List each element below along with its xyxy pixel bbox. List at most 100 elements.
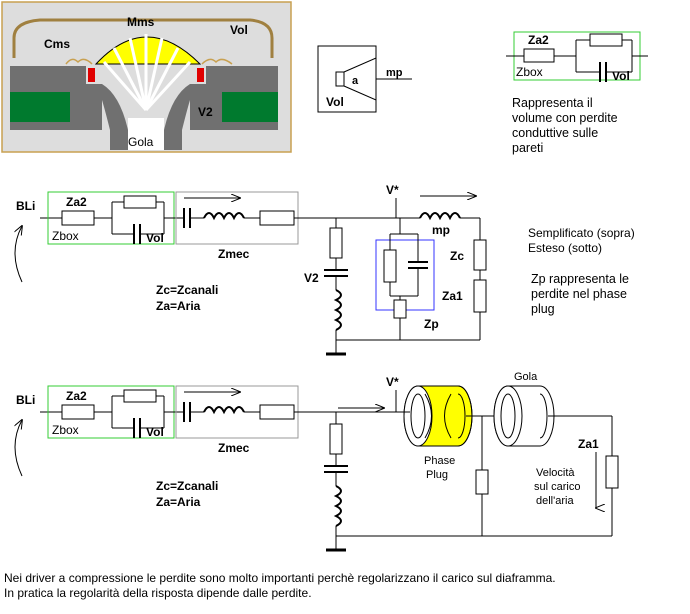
c1-mp-inductor xyxy=(419,212,461,221)
c1-zp-resistor xyxy=(383,249,397,283)
zp-note-line: perdite nel phase xyxy=(531,287,627,301)
right-pole-inner xyxy=(190,84,206,130)
c2-v2-resistor xyxy=(329,423,343,455)
c2-zmec-inductor xyxy=(203,406,245,415)
c2-v2-inductor xyxy=(333,485,342,527)
speaker-a-label: a xyxy=(352,75,359,87)
c2-za2-resistor xyxy=(61,404,95,420)
left-pole-inner xyxy=(86,84,102,130)
gola-label: Gola xyxy=(128,135,154,149)
right-voice-coil xyxy=(197,68,204,82)
speaker-cone xyxy=(343,57,377,101)
speaker-vol-label: Vol xyxy=(326,95,344,109)
c1-v2-inductor xyxy=(333,289,342,331)
c1-vstar-label: V* xyxy=(386,183,399,197)
c1-zp-bottom-resistor xyxy=(393,299,407,319)
zbox-description-line: pareti xyxy=(512,141,544,155)
driver-vol-label: Vol xyxy=(230,23,248,37)
left-voice-coil xyxy=(88,68,95,82)
zbox-description-line: conduttive sulle xyxy=(512,126,599,140)
c1-za2-resistor xyxy=(61,210,95,226)
phase-plug-left xyxy=(102,84,128,150)
c2-vstar-label: V* xyxy=(386,375,399,389)
c2-gola-label: Gola xyxy=(514,371,538,383)
zbox-parallel-resistor xyxy=(589,33,623,47)
throat-tube xyxy=(493,385,555,447)
left-magnet xyxy=(10,92,70,122)
mms-label: Mms xyxy=(127,15,155,29)
c2-za2-label: Za2 xyxy=(66,389,87,403)
c2-phase-plug-line1: Phase xyxy=(424,455,455,467)
c2-bli-label: BLi xyxy=(16,393,35,407)
c1-za1-resistor xyxy=(473,279,487,313)
zp-note-line: Zp rappresenta le xyxy=(531,272,629,286)
right-surround xyxy=(201,58,233,65)
c1-eq1: Zc=Zcanali xyxy=(156,283,218,297)
c1-zbox-label: Zbox xyxy=(52,229,79,243)
c1-za2-label: Za2 xyxy=(66,195,87,209)
speaker-mp-label: mp xyxy=(386,67,403,79)
phase-plug-channels xyxy=(102,34,192,112)
footer-text: Nei driver a compressione le perdite son… xyxy=(4,571,688,601)
c1-bli-arrow xyxy=(15,226,22,283)
c1-v2-resistor xyxy=(329,227,343,259)
driver-section: Mms Cms Vol V2 Gola xyxy=(1,1,292,153)
c1-vol-label: Vol xyxy=(146,231,164,245)
footer-line-1: Nei driver a compressione le perdite son… xyxy=(4,571,556,585)
footer-line-2: In pratica la regolarità della risposta … xyxy=(4,586,312,600)
c2-velocita-line1: Velocità xyxy=(536,467,575,479)
phase-plug-right xyxy=(164,84,190,150)
c2-phase-plug-line2: Plug xyxy=(426,469,448,481)
left-top-plate xyxy=(10,66,86,84)
simplified-note: Semplificato (sopra) Esteso (sotto) xyxy=(528,226,688,256)
c1-v2-label: V2 xyxy=(304,271,319,285)
zbox-za2-resistor xyxy=(523,48,555,63)
left-surround xyxy=(65,58,93,65)
zbox-zbox-label: Zbox xyxy=(516,65,543,79)
right-top-plate xyxy=(206,66,278,84)
zp-note-line: plug xyxy=(531,302,555,316)
right-magnet xyxy=(222,92,278,122)
c2-velocita-line2: sul carico xyxy=(534,481,580,493)
zbox-za2-label: Za2 xyxy=(528,33,549,47)
c2-zmec-resistor xyxy=(259,404,295,420)
c2-eq1: Zc=Zcanali xyxy=(156,479,218,493)
c1-zmec-inductor xyxy=(203,212,245,221)
c1-zc-resistor xyxy=(473,239,487,271)
c1-zc-label: Zc xyxy=(450,249,464,263)
zbox-vol-label: Vol xyxy=(612,69,630,83)
circuit-extended: BLi Za2 Zbox Vol Zmec V* xyxy=(15,371,619,552)
c2-za1-resistor xyxy=(605,455,619,489)
throat xyxy=(128,118,164,150)
c1-mp-label: mp xyxy=(432,223,450,237)
c2-bli-arrow xyxy=(15,420,22,477)
phase-plug-tube xyxy=(403,385,473,447)
c2-phase-plug-resistor xyxy=(475,469,489,495)
driver-v2-label: V2 xyxy=(198,105,213,119)
c2-parallel-resistor xyxy=(123,389,157,403)
back-cover xyxy=(12,18,274,58)
c2-velocita-line3: dell'aria xyxy=(536,495,574,507)
c1-za1-label: Za1 xyxy=(442,289,463,303)
c1-zmec-resistor xyxy=(259,210,295,226)
speaker-symbol: a mp Vol xyxy=(317,45,412,113)
c2-vol-label: Vol xyxy=(146,425,164,439)
c1-parallel-resistor xyxy=(123,195,157,209)
zbox-description: Rappresenta il volume con perdite condut… xyxy=(512,96,682,156)
circuit-simplified: BLi Za2 Zbox Vol Zmec xyxy=(15,183,487,356)
c2-eq2: Za=Aria xyxy=(156,495,201,509)
zp-note: Zp rappresenta le perdite nel phase plug xyxy=(531,272,687,317)
esteso-text: Esteso (sotto) xyxy=(528,241,603,255)
c1-zmec-label: Zmec xyxy=(218,247,250,261)
c1-bli-label: BLi xyxy=(16,199,35,213)
c1-eq2: Za=Aria xyxy=(156,299,201,313)
c2-za1-label: Za1 xyxy=(578,437,599,451)
c2-zbox-label: Zbox xyxy=(52,423,79,437)
c2-zmec-label: Zmec xyxy=(218,441,250,455)
c1-zp-label: Zp xyxy=(424,317,439,331)
cms-label: Cms xyxy=(44,37,70,51)
zbox-block: Za2 Zbox Vol xyxy=(506,31,648,83)
speaker-magnet xyxy=(335,71,345,87)
semplificato-text: Semplificato (sopra) xyxy=(528,226,635,240)
